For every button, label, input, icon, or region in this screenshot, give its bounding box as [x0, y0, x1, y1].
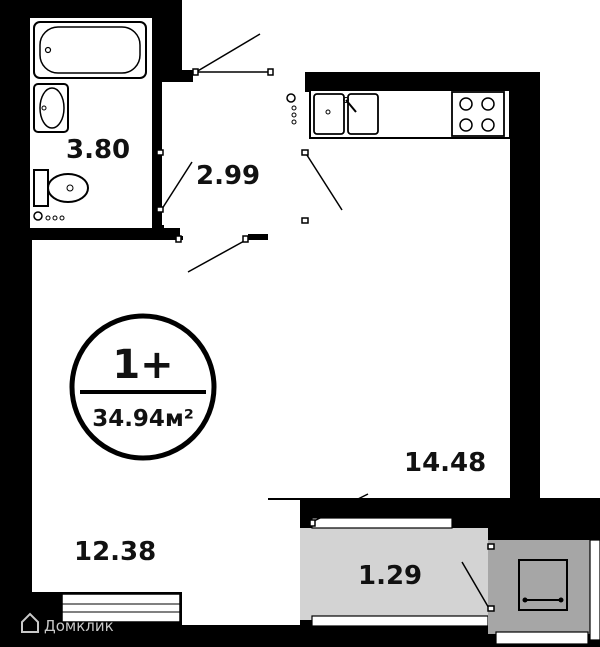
bedroom-area-label: 12.38 — [74, 537, 156, 567]
bathroom-area-label: 3.80 — [66, 135, 130, 165]
kitchen-door — [304, 151, 343, 211]
ventilation-shaft — [488, 540, 600, 634]
room-kitchen-living — [268, 92, 510, 498]
sink-icon — [33, 83, 69, 133]
bedroom-door — [187, 239, 247, 273]
apartment-badge: 1+ 34.94м² — [69, 313, 217, 461]
bathroom-door — [159, 161, 193, 213]
balcony-door — [311, 493, 369, 523]
room-hall — [164, 84, 302, 236]
kitchen-fixtures — [286, 89, 511, 139]
hall-area-label: 2.99 — [196, 161, 260, 191]
balcony-area-label: 1.29 — [358, 561, 422, 591]
balcony-door-window — [311, 517, 453, 529]
apartment-total-area: 34.94м² — [92, 406, 194, 432]
badge-circle — [69, 313, 217, 461]
apartment-type-label: 1+ — [112, 342, 173, 388]
doors — [156, 33, 495, 612]
balcony-rail — [311, 615, 489, 627]
toilet-icon — [33, 169, 49, 207]
entrance-door — [195, 33, 261, 73]
watermark: Домклик — [21, 612, 114, 635]
shaft-box — [518, 559, 568, 611]
bedroom-window — [61, 593, 181, 623]
house-logo-icon — [21, 612, 39, 633]
room-balcony — [300, 528, 488, 620]
bathroom-fixtures — [33, 21, 147, 221]
stove-icon — [451, 91, 505, 137]
watermark-text: Домклик — [44, 617, 114, 635]
kitchen-living-area-label: 14.48 — [404, 448, 486, 478]
